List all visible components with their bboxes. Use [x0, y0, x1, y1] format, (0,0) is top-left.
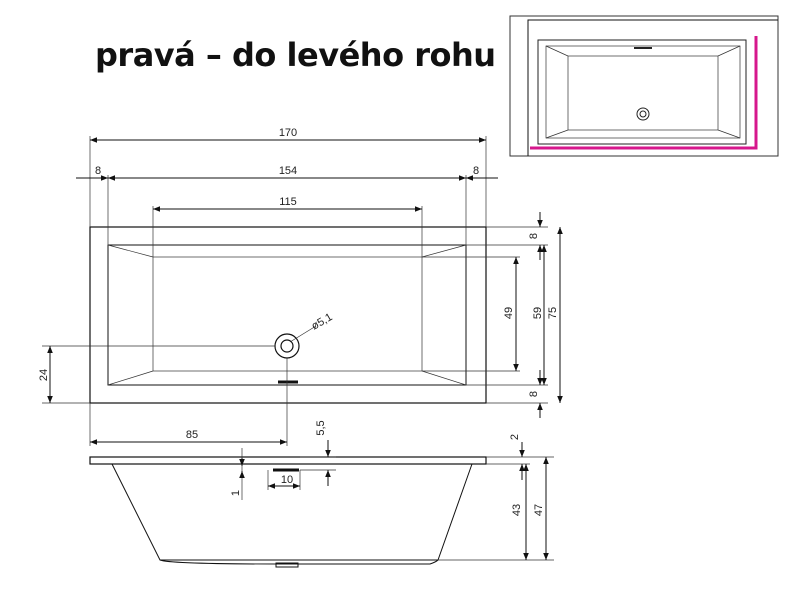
bathtub-side-view: [89, 456, 487, 568]
dimension-lines: 170 154 8 8 115 8 59 75 49 8 ø5,1 24 85 …: [38, 127, 563, 560]
inset-drain-icon: [636, 107, 650, 121]
dim-drain-offset-x: 85: [186, 429, 198, 441]
dim-inner-depth: 43: [511, 504, 523, 516]
dim-overflow-height: 5,5: [315, 420, 327, 435]
extension-lines: [42, 136, 554, 561]
dim-bottom-width: 49: [503, 307, 515, 319]
side-rim: [89, 456, 487, 465]
dim-inner-width: 59: [532, 307, 544, 319]
dim-inner-length: 154: [279, 165, 297, 177]
inset-tub-outline: [537, 39, 747, 145]
page-title: pravá – do levého rohu: [95, 36, 496, 74]
side-body: [111, 463, 473, 561]
dim-drain-offset-y: 24: [38, 369, 50, 381]
dim-bottom-length: 115: [279, 196, 297, 208]
inset-wall-outline: [527, 19, 778, 156]
inset-wall-highlight: [530, 36, 758, 150]
dim-total-height: 47: [533, 504, 545, 516]
placement-inset: [509, 15, 779, 157]
tub-outer-rim: [89, 226, 487, 404]
dim-rim-bottom: 8: [528, 391, 540, 397]
tub-bottom: [152, 256, 423, 372]
drain-icon: [274, 333, 300, 359]
dim-overflow-offset: 1: [230, 490, 242, 496]
dim-overflow-length: 10: [281, 474, 293, 486]
dim-rim-thickness: 2: [509, 434, 521, 440]
dim-overall-width: 75: [547, 307, 559, 319]
dim-rim-left: 8: [95, 165, 101, 177]
dim-rim-top: 8: [528, 233, 540, 239]
bathtub-top-view: [89, 226, 487, 404]
dim-rim-right: 8: [473, 165, 479, 177]
dim-overall-length: 170: [279, 127, 297, 139]
